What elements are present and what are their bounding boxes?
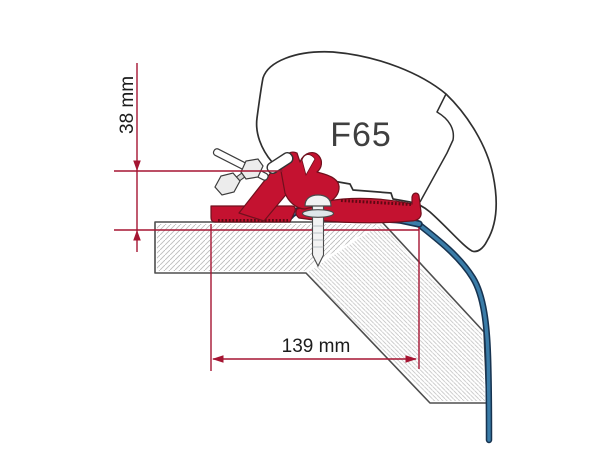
hex-nut-upper bbox=[240, 158, 264, 180]
awning-case-panel-line bbox=[419, 93, 455, 203]
dimension-139mm bbox=[210, 224, 420, 371]
arrow-left-icon bbox=[212, 355, 224, 363]
bracket-claw bbox=[280, 151, 340, 210]
fixing-screw bbox=[301, 194, 335, 268]
awning-case: F65 bbox=[255, 50, 497, 253]
bracket-claw-slot bbox=[301, 154, 316, 177]
awning-case-silhouette bbox=[255, 50, 497, 253]
dim-38-label: 38 mm bbox=[117, 76, 138, 134]
hex-nut-lower bbox=[214, 172, 241, 196]
arrow-right-icon bbox=[405, 355, 417, 363]
dim-139-label: 139 mm bbox=[282, 336, 351, 357]
rail-serration bbox=[340, 199, 412, 206]
arrow-up-icon bbox=[133, 230, 141, 241]
arrow-down-icon bbox=[133, 160, 141, 171]
screw-flange bbox=[301, 209, 335, 218]
screw-head bbox=[304, 194, 332, 207]
model-label: F65 bbox=[330, 116, 392, 154]
vehicle-wall-profile bbox=[413, 219, 493, 444]
dimension-38mm bbox=[114, 63, 419, 252]
vehicle-roof-section bbox=[154, 221, 488, 404]
adapter-bracket bbox=[210, 151, 340, 223]
screw-threads bbox=[312, 225, 324, 248]
